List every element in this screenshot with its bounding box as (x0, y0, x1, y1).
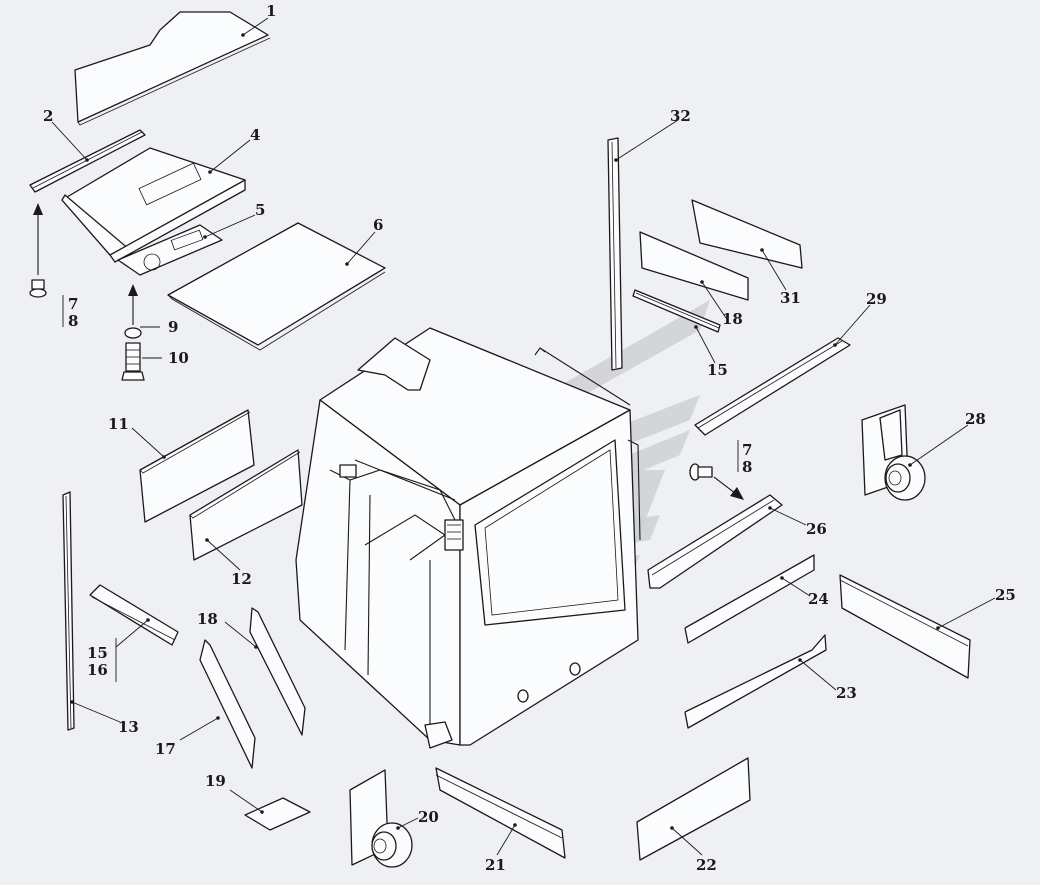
callout-25: 25 (995, 586, 1016, 604)
callout-13: 13 (118, 718, 139, 736)
part-15-bracket-upper (632, 289, 721, 333)
callout-22: 22 (696, 856, 717, 874)
callout-26: 26 (806, 520, 827, 538)
part-23-seal (684, 634, 827, 729)
part-18-side-strip-lower (249, 607, 306, 736)
callout-19: 19 (205, 772, 226, 790)
part-10-bolt (121, 342, 145, 381)
part-32-post (607, 137, 623, 371)
callout-17: 17 (155, 740, 176, 758)
part-15-bracket-lower (89, 584, 179, 646)
callout-31: 31 (780, 289, 801, 307)
part-1-roof-panel (74, 11, 271, 126)
callout-9: 9 (168, 318, 178, 336)
part-18-trim-panel-upper (639, 231, 749, 301)
callout-18-upper: 18 (722, 310, 743, 328)
callout-8-left: 8 (68, 312, 78, 330)
leader-dots (70, 33, 940, 830)
callout-4: 4 (250, 126, 260, 144)
callout-20: 20 (418, 808, 439, 826)
callout-1: 1 (266, 2, 276, 20)
callout-7-left: 7 (68, 295, 78, 313)
callout-29: 29 (866, 290, 887, 308)
callout-23: 23 (836, 684, 857, 702)
callout-24: 24 (808, 590, 829, 608)
part-4-roof-tray (61, 147, 246, 263)
leader-lines (51, 17, 996, 856)
part-9-washer (124, 327, 142, 339)
callout-18-lower: 18 (197, 610, 218, 628)
part-11-panel (139, 409, 255, 523)
callout-labels: 1 2 4 5 6 7 8 9 10 11 12 13 15 16 17 18 … (43, 2, 1016, 874)
part-26-angle-rail (647, 494, 783, 589)
callout-32: 32 (670, 107, 691, 125)
part-5-control-panel (117, 224, 223, 276)
part-20-blower (349, 769, 413, 868)
assembly-arrows (33, 203, 744, 500)
part-12-panel (189, 449, 303, 561)
callout-5: 5 (255, 201, 265, 219)
callout-16: 16 (87, 661, 108, 679)
part-24-seal (684, 554, 815, 644)
callout-15-upper: 15 (707, 361, 728, 379)
callout-28: 28 (965, 410, 986, 428)
part-7-bolt-left (29, 279, 47, 298)
part-6-flat-panel (167, 222, 386, 351)
callout-10: 10 (168, 349, 189, 367)
callout-2: 2 (43, 107, 53, 125)
part-25-side-panel (839, 574, 971, 679)
part-19-pad (244, 797, 311, 831)
callout-7-right: 7 (742, 441, 752, 459)
part-22-panel (636, 757, 751, 861)
part-17-side-strip (199, 639, 256, 769)
part-13-vertical-strip (62, 491, 75, 731)
cab-body (295, 327, 641, 749)
callout-11: 11 (108, 415, 129, 433)
callout-6: 6 (373, 216, 383, 234)
callout-12: 12 (231, 570, 252, 588)
part-31-trim-panel (691, 199, 803, 269)
callout-15-lower: 15 (87, 644, 108, 662)
part-28-blower (861, 404, 926, 501)
callout-8-right: 8 (742, 458, 752, 476)
part-7-bolt-right (689, 463, 713, 481)
callout-21: 21 (485, 856, 506, 874)
part-29-angle-rail (694, 337, 851, 436)
part-21-channel (435, 767, 566, 859)
